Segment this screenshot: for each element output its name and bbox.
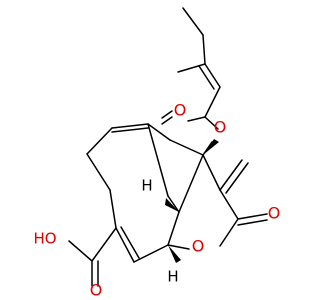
methylene-bridge (202, 154, 221, 191)
ring-bond-5 (86, 153, 111, 191)
ring-bond-6 (109, 189, 117, 229)
bond-methyl (177, 63, 206, 73)
lactone-c-o-double-1 (237, 213, 268, 220)
ester-carbonyl-o-label: O (174, 101, 187, 120)
bond-ethyl-ch3 (182, 7, 204, 36)
ring-bond-9 (167, 211, 180, 246)
lactone-c-to-carbonyl (219, 189, 239, 220)
stereo-h-bottom-label: H (167, 268, 178, 286)
ring-bond-1 (169, 139, 204, 156)
ester-c-o-double-2 (161, 116, 173, 125)
ring-bond-7 (115, 227, 135, 263)
acid-c-oh-bond (68, 240, 93, 262)
structure-canvas: O O O O HO O H H (33, 7, 281, 300)
acid-c-bond (91, 227, 117, 262)
lactone-c-o-double-2 (237, 219, 268, 226)
wedge-h-bottom (168, 245, 181, 263)
lactone-carbonyl-to-o (219, 218, 239, 247)
stereo-h-left-label: H (141, 177, 152, 195)
ring-bond-3 (111, 123, 149, 129)
bond-double-c-c-2 (198, 65, 215, 90)
ring-bond-11 (167, 195, 180, 213)
ring-bond-4 (86, 127, 113, 155)
exocyclic-double-1 (219, 159, 243, 191)
ester-o-label: O (214, 118, 227, 137)
bond-ethyl-ch2 (202, 34, 206, 65)
bond-double-c-c-1 (204, 63, 221, 88)
ring-bond-3-double (111, 127, 149, 133)
wedge-ester-o (203, 139, 219, 155)
ring-bond-2 (147, 123, 171, 141)
lactone-c-to-o (167, 244, 190, 250)
bond-carbonyl-left (187, 116, 206, 122)
lactone-o-label: O (192, 237, 205, 256)
ring-bond-10 (178, 154, 204, 213)
bond-to-ester-o (204, 116, 219, 130)
molecule-drawing: O O O O HO O H H (33, 7, 281, 300)
wedge-h-left (165, 198, 179, 212)
acid-carbonyl-o-label: O (90, 281, 103, 300)
acid-oh-label: HO (33, 230, 56, 248)
lactone-carbonyl-o-label: O (268, 204, 281, 223)
ring-bond-12 (147, 123, 169, 197)
ring-bond-7-double (120, 226, 140, 259)
ester-c-o-double-1 (161, 110, 173, 119)
skeletal-bonds (68, 7, 268, 287)
exocyclic-double-2 (225, 162, 249, 194)
bond-vinyl-carbonyl (204, 86, 221, 118)
ring-bond-8 (133, 244, 169, 263)
